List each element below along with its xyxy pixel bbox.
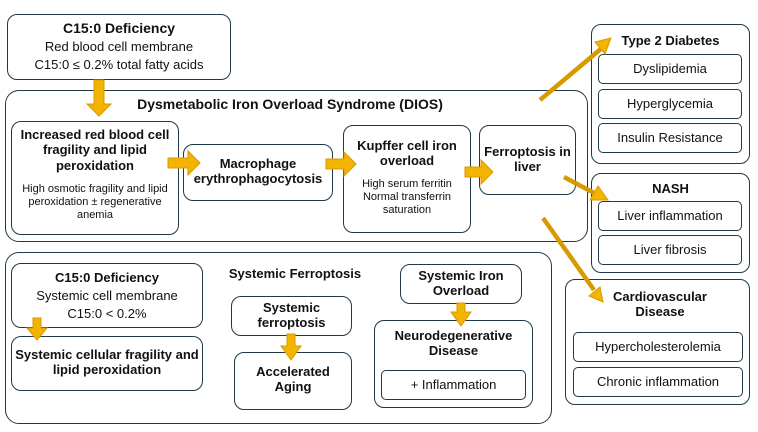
systemic-fragility-label: Systemic cellular fragility and lipid pe… xyxy=(15,347,199,378)
ferroptosis-liver-label: Ferroptosis in liver xyxy=(484,144,571,175)
systemic-title: Systemic Ferroptosis xyxy=(228,266,362,281)
systemic-fragility-box xyxy=(11,336,203,391)
aging-label: Accelerated Aging xyxy=(256,364,330,395)
rbc-fragility-desc: High osmotic fragility and lipid peroxid… xyxy=(22,183,168,221)
macrophage-label: Macrophage erythrophagocytosis xyxy=(193,156,323,187)
cvd-item-box xyxy=(573,332,743,362)
t2d-item: Insulin Resistance xyxy=(617,130,723,145)
systemic-ferroptosis-label: Systemic ferroptosis xyxy=(257,300,326,331)
nash-item: Liver inflammation xyxy=(617,208,723,223)
systemic-deficiency-title: C15:0 Deficiency xyxy=(54,270,160,285)
c15-deficiency-rbc-box xyxy=(7,14,231,80)
ferroptosis-liver-box xyxy=(479,125,576,195)
neuro-item: + Inflammation xyxy=(410,377,497,392)
cvd-title: Cardiovascular Disease xyxy=(613,289,707,320)
neuro-item-box xyxy=(381,370,526,400)
cvd-item: Chronic inflammation xyxy=(596,374,720,389)
nash-item-box xyxy=(598,235,742,265)
kupffer-desc: High serum ferritin Normal transferrin s… xyxy=(362,178,452,216)
rbc-fragility-box xyxy=(11,121,179,235)
t2d-title: Type 2 Diabetes xyxy=(621,33,720,48)
c15-deficiency-rbc-line1: Red blood cell membrane xyxy=(44,39,194,54)
kupffer-box xyxy=(343,125,471,233)
systemic-deficiency-line2: C15:0 < 0.2% xyxy=(67,306,147,321)
rbc-fragility-title: Increased red blood cell fragility and l… xyxy=(20,127,170,173)
nash-title: NASH xyxy=(652,181,689,196)
kupffer-title: Kupffer cell iron overload xyxy=(357,138,457,169)
nash-item-box xyxy=(598,201,742,231)
c15-deficiency-rbc-line2: C15:0 ≤ 0.2% total fatty acids xyxy=(34,57,204,72)
neuro-title: Neurodegenerative Disease xyxy=(394,328,513,359)
dios-title: Dysmetabolic Iron Overload Syndrome (DIO… xyxy=(137,96,443,112)
macrophage-box xyxy=(183,144,333,201)
t2d-item-box xyxy=(598,54,742,84)
systemic-deficiency-box xyxy=(11,263,203,328)
t2d-item: Dyslipidemia xyxy=(633,61,707,76)
nash-item: Liver fibrosis xyxy=(633,242,707,257)
t2d-item: Hyperglycemia xyxy=(627,96,713,111)
cvd-item-box xyxy=(573,367,743,397)
systemic-deficiency-line1: Systemic cell membrane xyxy=(36,288,178,303)
t2d-item-box xyxy=(598,123,742,153)
cvd-item: Hypercholesterolemia xyxy=(595,339,721,354)
systemic-iron-label: Systemic Iron Overload xyxy=(418,268,504,299)
c15-deficiency-rbc-title: C15:0 Deficiency xyxy=(62,20,176,36)
systemic-ferroptosis-box xyxy=(231,296,352,336)
t2d-item-box xyxy=(598,89,742,119)
